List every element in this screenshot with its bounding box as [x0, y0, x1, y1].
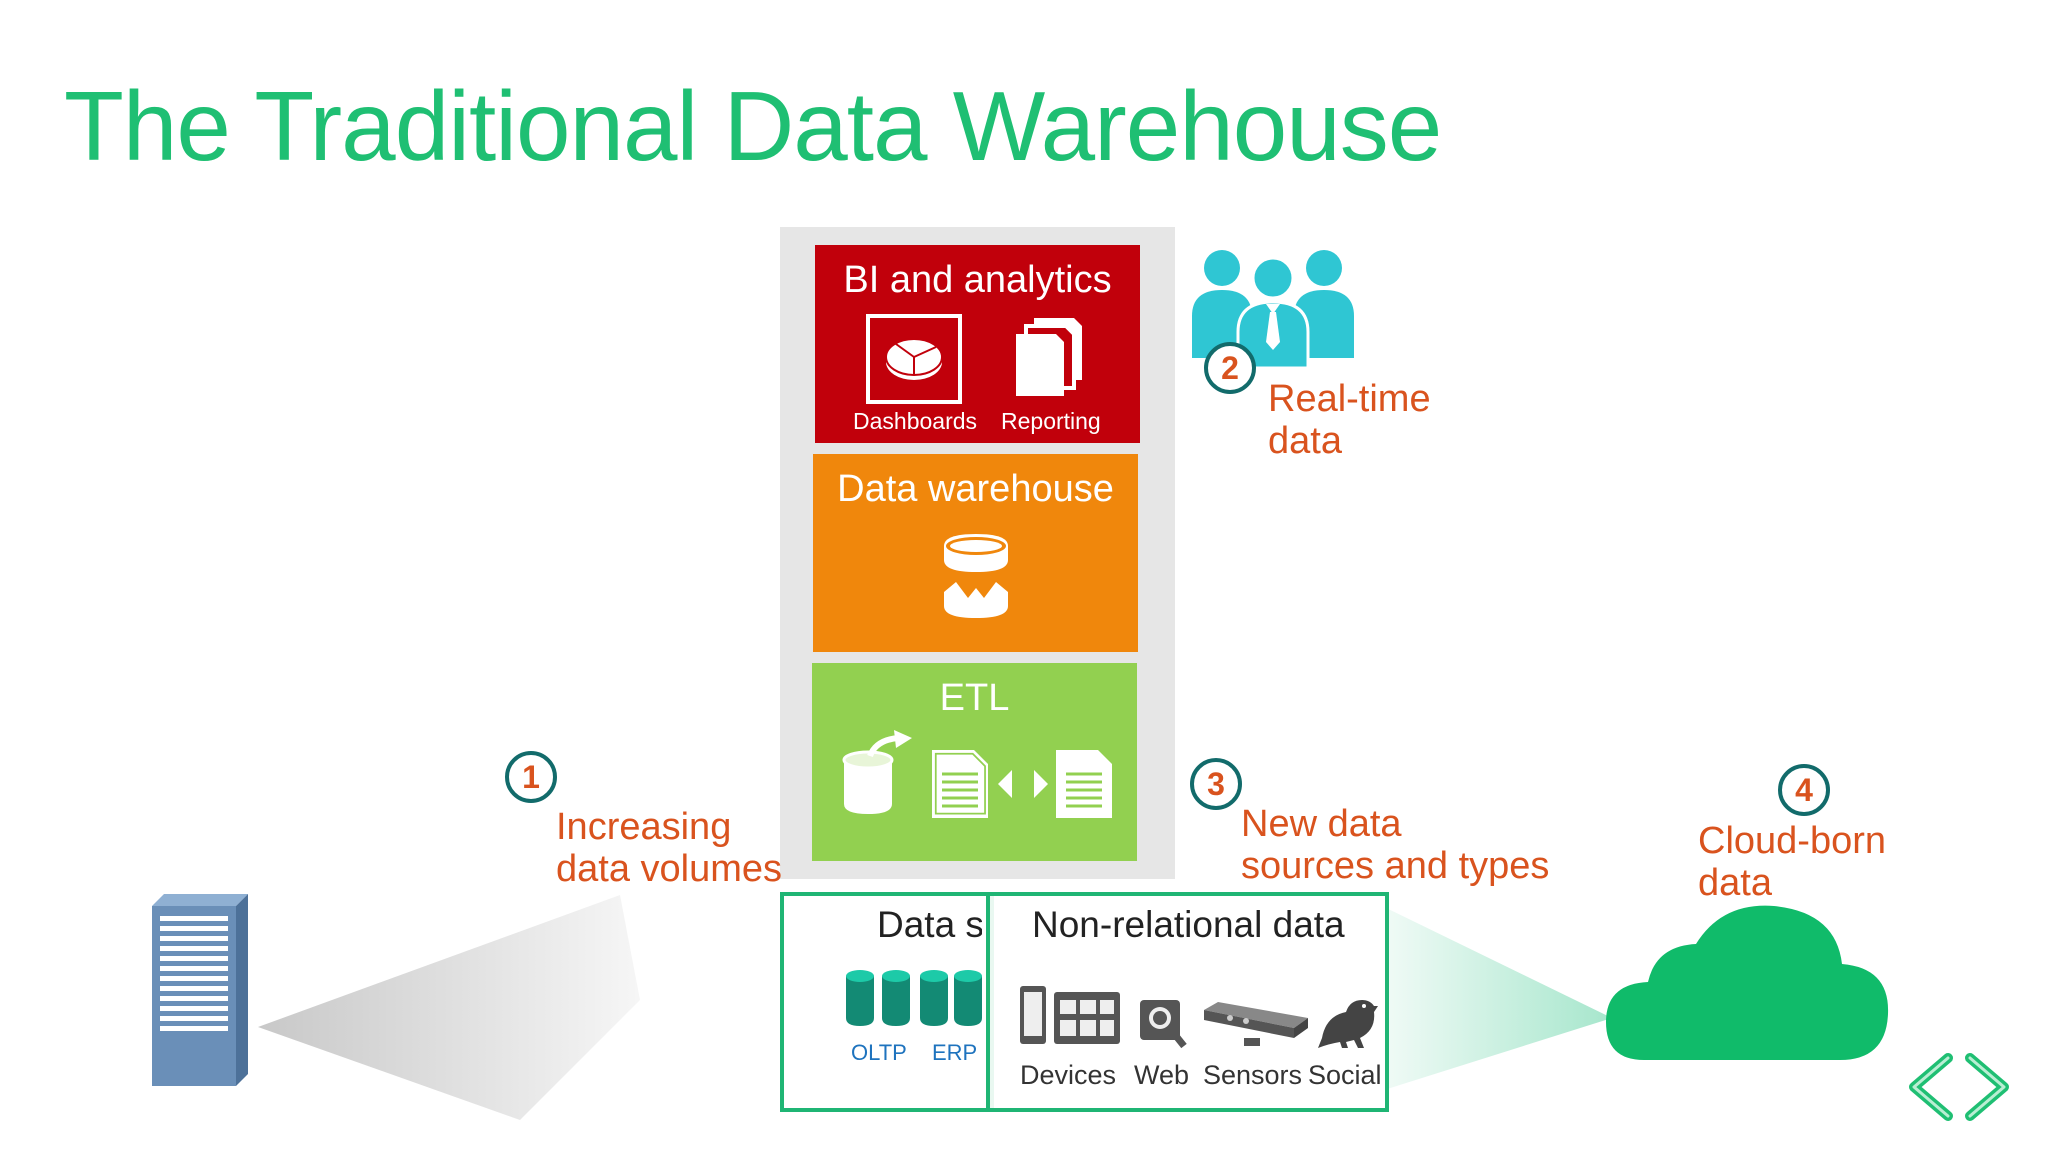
- source-document-icon: [932, 750, 988, 818]
- server-icon: [152, 894, 248, 1086]
- callout-1-line1: Increasing: [556, 806, 732, 848]
- right-beam: [1380, 905, 1612, 1090]
- reporting-icon: [1016, 318, 1082, 396]
- etl-title: ETL: [939, 677, 1010, 719]
- erp-database-icon: [920, 970, 982, 1026]
- callout-4-line1: Cloud-born: [1698, 820, 1886, 862]
- callout-1-line2: data volumes: [556, 848, 783, 890]
- code-brackets-logo-icon: [1909, 1053, 2009, 1121]
- web-search-icon: [1140, 1000, 1187, 1049]
- database-icon: [944, 534, 1008, 618]
- social-bird-icon: [1318, 1000, 1378, 1048]
- callout-4-number: 4: [1778, 764, 1830, 816]
- callout-2-line2: data: [1268, 420, 1342, 462]
- people-icon: [1192, 250, 1354, 368]
- nonrelational-sources-title: Non-relational data: [1032, 904, 1345, 945]
- transform-arrows-icon: [998, 770, 1048, 798]
- callout-3-line1: New data: [1241, 803, 1402, 845]
- relational-sources-title: Data so: [877, 904, 982, 945]
- page-title: The Traditional Data Warehouse: [64, 71, 1442, 181]
- web-label: Web: [1134, 1060, 1190, 1090]
- sensor-icon: [1204, 1002, 1308, 1046]
- callout-1-number: 1: [505, 751, 557, 803]
- devices-icon: [1020, 986, 1120, 1044]
- erp-label: ERP: [932, 1040, 978, 1065]
- callout-2-number: 2: [1204, 342, 1256, 394]
- data-warehouse-title: Data warehouse: [837, 468, 1114, 510]
- devices-label: Devices: [1020, 1060, 1117, 1090]
- target-document-icon: [1056, 750, 1112, 818]
- callout-3-number: 3: [1190, 758, 1242, 810]
- callout-2-line1: Real-time: [1268, 378, 1431, 420]
- cloud-icon: [1606, 905, 1889, 1060]
- extract-cylinder-icon: [842, 730, 912, 814]
- relational-sources-clip: Data so: [784, 896, 982, 1104]
- oltp-database-icon: [846, 970, 910, 1026]
- callout-3-line2: sources and types: [1241, 845, 1550, 887]
- social-label: Social: [1308, 1060, 1382, 1090]
- reporting-label: Reporting: [1001, 408, 1101, 434]
- sensors-label: Sensors: [1203, 1060, 1303, 1090]
- bi-analytics-title: BI and analytics: [843, 259, 1112, 301]
- nonrelational-sources-box: [986, 892, 1389, 1112]
- left-beam: [258, 895, 640, 1120]
- dashboard-icon: [866, 314, 962, 404]
- oltp-label: OLTP: [851, 1040, 907, 1065]
- callout-4-line2: data: [1698, 862, 1772, 904]
- dashboards-label: Dashboards: [853, 408, 978, 434]
